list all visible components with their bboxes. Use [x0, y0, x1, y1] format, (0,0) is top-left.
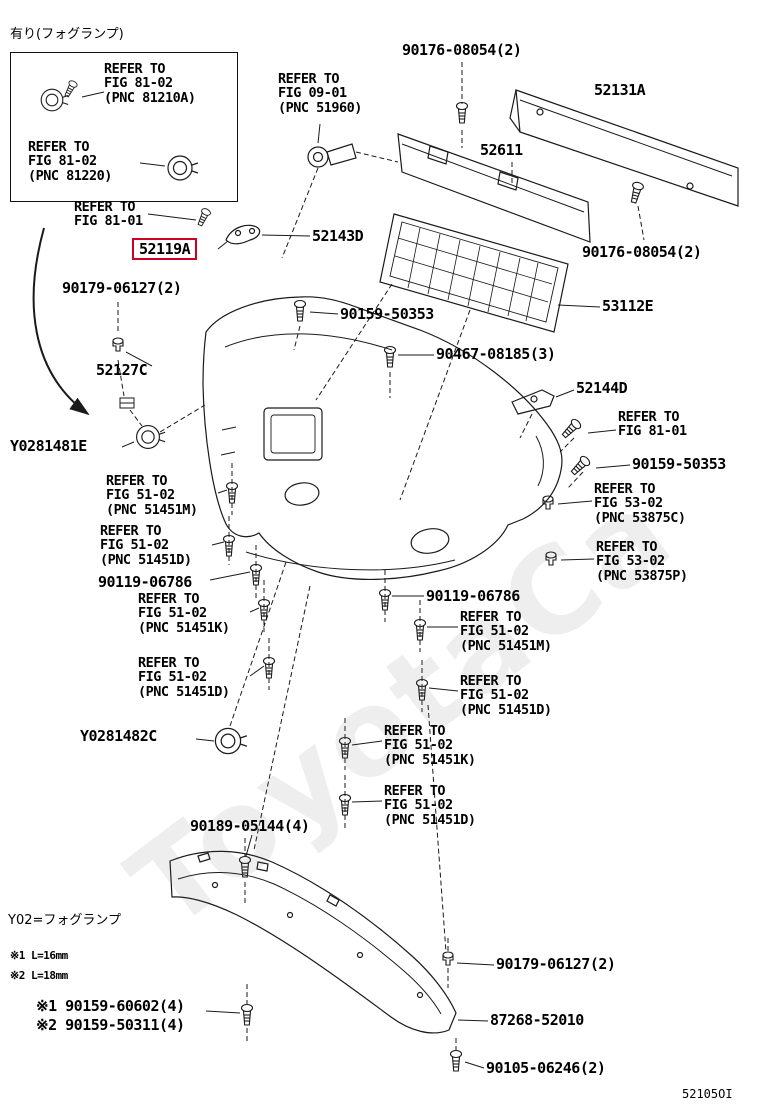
doc-code: 52105OI [682, 1087, 733, 1101]
part-52131a: 52131A [594, 81, 646, 99]
part-90105-06246: 90105-06246(2) [486, 1059, 606, 1077]
part-52144d: 52144D [576, 379, 628, 397]
part-90119-06786-right: 90119-06786 [426, 587, 520, 605]
part-90179-06127-bottom: 90179-06127(2) [496, 955, 616, 973]
part-y0281481e: Y0281481E [10, 437, 87, 455]
part-90119-06786-left: 90119-06786 [98, 573, 192, 591]
part-52143d: 52143D [312, 227, 364, 245]
part-52127c: 52127C [96, 361, 148, 379]
fog-lamp-option-box [10, 52, 238, 202]
part-90176-08054-right: 90176-08054(2) [582, 243, 702, 261]
part-90159-60602: ※1 90159-60602(4) [36, 997, 185, 1015]
part-90159-50353-mid: 90159-50353 [340, 305, 434, 323]
part-90176-08054-top: 90176-08054(2) [402, 41, 522, 59]
legend-l16: ※1 L=16mm [10, 949, 68, 962]
note-fog-option: 有り(フォグランプ) [10, 27, 124, 42]
part-52611: 52611 [480, 141, 523, 159]
part-87268-52010: 87268-52010 [490, 1011, 584, 1029]
part-90159-50311: ※2 90159-50311(4) [36, 1016, 185, 1034]
note-y02: Y02=フォグランプ [8, 913, 121, 928]
part-90189-05144: 90189-05144(4) [190, 817, 310, 835]
part-90159-50353-right: 90159-50353 [632, 455, 726, 473]
legend-l18: ※2 L=18mm [10, 969, 68, 982]
part-y0281482c: Y0281482C [80, 727, 157, 745]
part-90179-06127-left: 90179-06127(2) [62, 279, 182, 297]
part-53112e: 53112E [602, 297, 654, 315]
part-90467-08185: 90467-08185(3) [436, 345, 556, 363]
part-52119a: 52119A [132, 238, 198, 261]
